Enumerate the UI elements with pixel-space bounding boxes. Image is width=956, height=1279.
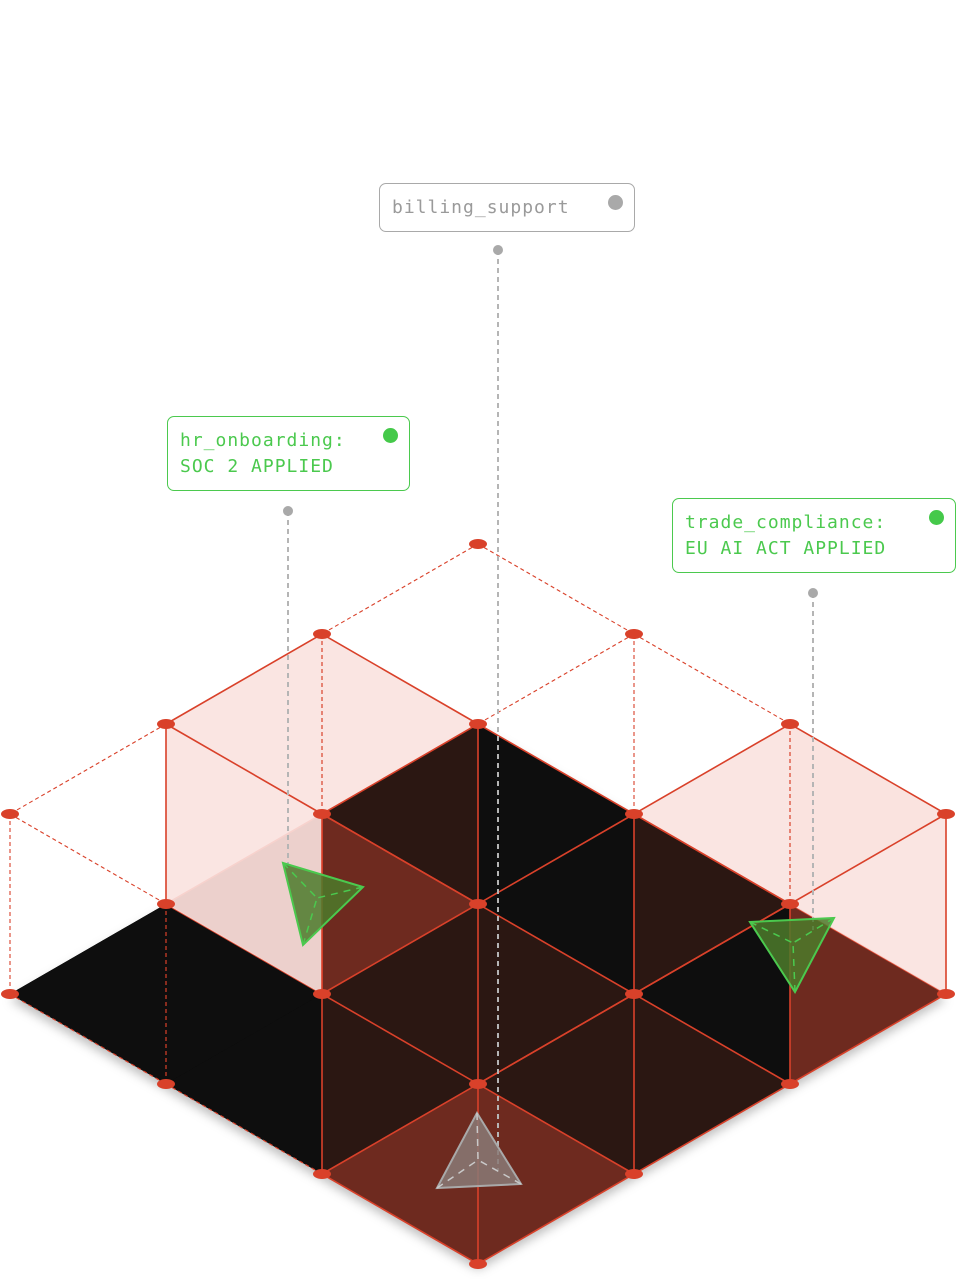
node bbox=[1, 809, 19, 819]
node bbox=[313, 629, 331, 639]
leader-lines bbox=[287, 250, 814, 1170]
agent-marker-hr-icon bbox=[281, 861, 365, 947]
node bbox=[469, 1259, 487, 1269]
node bbox=[781, 899, 799, 909]
agent-marker-billing-icon bbox=[435, 1110, 523, 1190]
agent-status-text: SOC 2 APPLIED bbox=[180, 456, 334, 477]
status-dot-icon bbox=[383, 428, 398, 443]
node bbox=[781, 1079, 799, 1089]
node bbox=[625, 989, 643, 999]
status-dot-icon bbox=[608, 195, 623, 210]
agent-card-hr-onboarding[interactable]: hr_onboarding: SOC 2 APPLIED bbox=[167, 416, 410, 491]
tile-shade-b bbox=[478, 814, 634, 994]
floor-edges-dashed bbox=[9, 904, 323, 1175]
node bbox=[469, 539, 487, 549]
leader-dots bbox=[283, 245, 818, 598]
agent-card-trade-compliance[interactable]: trade_compliance: EU AI ACT APPLIED bbox=[672, 498, 956, 573]
raised-box-left bbox=[165, 633, 479, 994]
tile-shade-a bbox=[478, 724, 634, 904]
node bbox=[1, 989, 19, 999]
tile-shade-e bbox=[166, 994, 322, 1174]
node bbox=[469, 719, 487, 729]
leader-dot-trade bbox=[808, 588, 818, 598]
node bbox=[937, 989, 955, 999]
tile-shade-f bbox=[322, 994, 478, 1174]
tile-shade-c bbox=[634, 904, 790, 1084]
status-dot-icon bbox=[929, 510, 944, 525]
node bbox=[313, 809, 331, 819]
wireframe-upper bbox=[9, 543, 791, 994]
node bbox=[157, 719, 175, 729]
grid-nodes bbox=[1, 539, 955, 1269]
agent-name: trade_compliance: bbox=[685, 512, 887, 533]
node bbox=[625, 629, 643, 639]
leader-dot-hr bbox=[283, 506, 293, 516]
node bbox=[937, 809, 955, 819]
node bbox=[157, 899, 175, 909]
agent-status-text: EU AI ACT APPLIED bbox=[685, 538, 887, 559]
agent-marker-trade-icon bbox=[748, 916, 836, 994]
tile-shade-g bbox=[478, 994, 634, 1174]
agent-card-billing-support[interactable]: billing_support bbox=[379, 183, 635, 232]
node bbox=[313, 989, 331, 999]
node bbox=[781, 719, 799, 729]
node bbox=[625, 1169, 643, 1179]
agent-name: billing_support bbox=[392, 197, 570, 218]
leader-dot-billing bbox=[493, 245, 503, 255]
node bbox=[469, 1079, 487, 1089]
node bbox=[469, 899, 487, 909]
node bbox=[313, 1169, 331, 1179]
node bbox=[157, 1079, 175, 1089]
agent-name: hr_onboarding: bbox=[180, 430, 346, 451]
node bbox=[625, 809, 643, 819]
